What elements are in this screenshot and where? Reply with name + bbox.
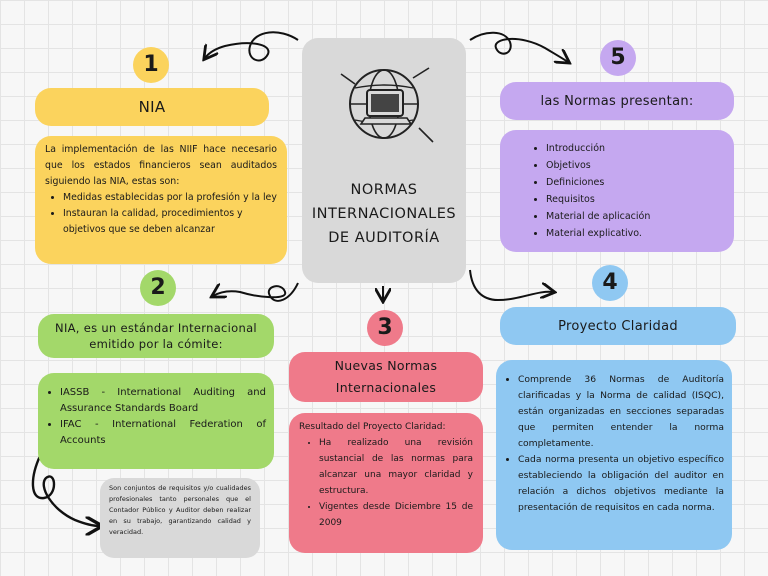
section1-item: Instauran la calidad, procedimientos y o…: [63, 206, 277, 238]
section1-number: 1: [133, 47, 169, 83]
section4-number: 4: [592, 265, 628, 301]
section4-list: Comprende 36 Normas de Auditoría clarifi…: [504, 372, 724, 516]
section3-heading: Nuevas Normas Internacionales: [289, 352, 483, 402]
section2-note: Son conjuntos de requisitos y/o cualidad…: [100, 478, 260, 558]
center-title: NORMAS INTERNACIONALES DE AUDITORÍA: [302, 178, 466, 250]
section3-list: Ha realizado una revisión sustancial de …: [299, 435, 473, 531]
arrow-to-section5: [469, 31, 568, 62]
section2-item: IFAC - International Federation of Accou…: [60, 417, 266, 449]
center-title-line3: DE AUDITORÍA: [328, 230, 440, 246]
section5-item: Requisitos: [546, 191, 726, 208]
section1-intro: La implementación de las NIIF hace neces…: [45, 144, 277, 187]
section5-list: Introducción Objetivos Definiciones Requ…: [508, 140, 726, 242]
section3-number: 3: [367, 310, 403, 346]
section2-item: IASSB - International Auditing and Assur…: [60, 385, 266, 417]
section1-box: La implementación de las NIIF hace neces…: [35, 136, 287, 264]
section4-item: Comprende 36 Normas de Auditoría clarifi…: [518, 372, 724, 452]
section5-item: Objetivos: [546, 157, 726, 174]
section3-box: Resultado del Proyecto Claridad: Ha real…: [289, 413, 483, 553]
section4-box: Comprende 36 Normas de Auditoría clarifi…: [496, 360, 732, 550]
section3-item: Ha realizado una revisión sustancial de …: [319, 435, 473, 499]
arrow-to-section4: [469, 269, 553, 302]
center-title-line2: INTERNACIONALES: [311, 206, 457, 222]
section2-box: IASSB - International Auditing and Assur…: [38, 373, 274, 469]
section2-list: IASSB - International Auditing and Assur…: [46, 385, 266, 449]
section3-intro: Resultado del Proyecto Claridad:: [299, 422, 446, 432]
arrow-to-note: [31, 455, 100, 526]
section1-list: Medidas establecidas por la profesión y …: [45, 190, 277, 238]
section5-item: Material explicativo.: [546, 225, 726, 242]
center-title-line1: NORMAS: [350, 182, 418, 198]
section4-heading: Proyecto Claridad: [500, 307, 736, 345]
arrow-to-section1: [205, 31, 299, 60]
globe-computer-icon: [340, 67, 434, 143]
section1-heading: NIA: [35, 88, 269, 126]
arrow-to-section2: [213, 282, 299, 302]
section2-heading: NIA, es un estándar Internacional emitid…: [38, 314, 274, 358]
section1-item: Medidas establecidas por la profesión y …: [63, 190, 277, 206]
section5-box: Introducción Objetivos Definiciones Requ…: [500, 130, 734, 252]
section4-item: Cada norma presenta un objetivo específi…: [518, 452, 724, 516]
section3-item: Vigentes desde Diciembre 15 de 2009: [319, 499, 473, 531]
center-card: NORMAS INTERNACIONALES DE AUDITORÍA: [302, 38, 466, 283]
section5-item: Definiciones: [546, 174, 726, 191]
section5-number: 5: [600, 40, 636, 76]
section2-number: 2: [140, 270, 176, 306]
section5-item: Introducción: [546, 140, 726, 157]
section5-heading: las Normas presentan:: [500, 82, 734, 120]
section5-item: Material de aplicación: [546, 208, 726, 225]
